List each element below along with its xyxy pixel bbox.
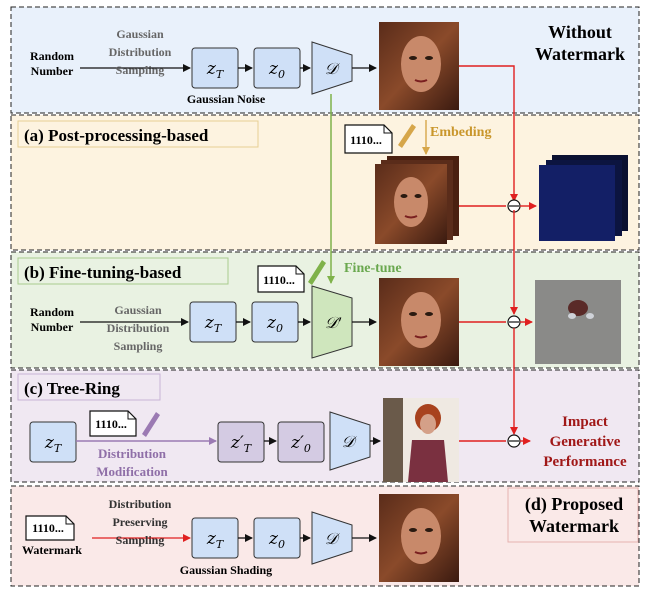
pen-icon [398, 124, 416, 148]
residual-diff-image [535, 280, 621, 364]
svg-text:𝒟: 𝒟 [325, 59, 341, 78]
fine-tuning-title-box [17, 257, 229, 285]
generated-face-image [379, 22, 459, 110]
generated-face-image [379, 278, 459, 366]
zT-box [29, 421, 77, 463]
gaussian-noise-label: Gaussian Noise [187, 92, 266, 106]
post-processing-title: (a) Post-processing-based [24, 126, 209, 145]
decoder-trapezoid [311, 511, 353, 565]
watermark-input-label: Watermark [22, 543, 82, 557]
bits-document-icon [257, 265, 305, 293]
tree-ring-title-box [17, 373, 161, 401]
bits-document-icon [25, 515, 75, 541]
embedding-label: Embeding [430, 125, 491, 140]
pen-icon [308, 260, 326, 285]
proposed-title-box [507, 487, 639, 543]
post-processing-title-box [17, 120, 259, 148]
zT-prime-box [217, 421, 265, 463]
finetuned-decoder-trapezoid [311, 285, 353, 359]
residual-noise-stack [539, 155, 628, 241]
fine-tune-label: Fine-tune [344, 261, 402, 276]
decoder-trapezoid [311, 41, 353, 95]
tree-ring-title: (c) Tree-Ring [24, 379, 120, 398]
watermarked-image-stack [375, 156, 459, 244]
fine-tuning-title: (b) Fine-tuning-based [24, 263, 182, 282]
tree-ring-generated-image [383, 398, 459, 482]
gaussian-shading-label: Gaussian Shading [180, 563, 272, 577]
svg-text:𝒟: 𝒟 [325, 531, 341, 548]
svg-text:𝒟: 𝒟 [342, 434, 358, 451]
pen-icon [142, 412, 160, 437]
bits-document-icon [344, 124, 393, 154]
svg-text:1110...: 1110... [32, 521, 64, 535]
generated-face-image [379, 494, 459, 582]
decoder-trapezoid [329, 411, 371, 471]
svg-text:𝒟′: 𝒟′ [325, 315, 342, 332]
svg-text:1110...: 1110... [263, 273, 295, 287]
svg-text:1110...: 1110... [95, 417, 127, 431]
bits-document-icon [89, 410, 137, 437]
svg-text:1110...: 1110... [350, 133, 382, 147]
z0-prime-box [277, 421, 325, 463]
